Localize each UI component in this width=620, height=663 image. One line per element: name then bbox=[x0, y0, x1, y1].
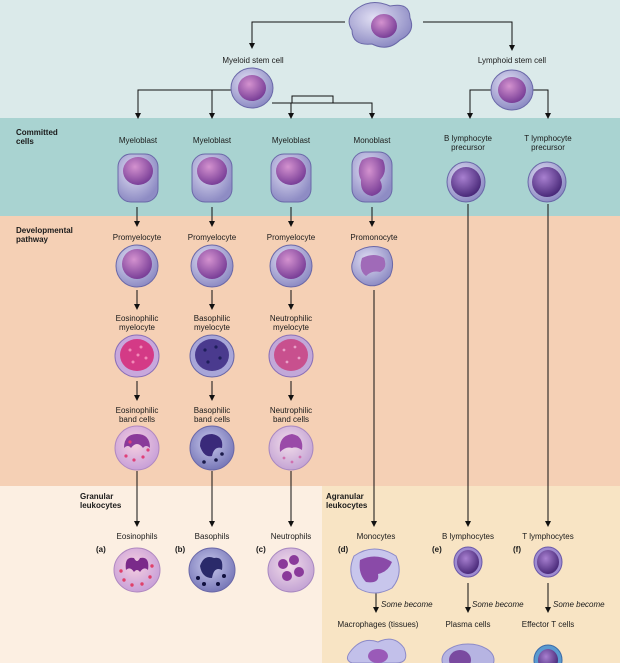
effector-t-cell bbox=[533, 644, 563, 663]
committed-cells-heading: Committed cells bbox=[16, 128, 58, 146]
myeloblast-label-3: Myeloblast bbox=[271, 136, 311, 145]
panel-letter-f: (f) bbox=[513, 545, 521, 554]
myeloblast-cell-2 bbox=[191, 153, 233, 203]
t-lymphocytes-label: T lymphocytes bbox=[522, 532, 574, 541]
neutrophilic-myelocyte-cell bbox=[268, 334, 314, 378]
promyelocyte-label-2: Promyelocyte bbox=[187, 233, 237, 242]
macrophages-label: Macrophages (tissues) bbox=[337, 620, 419, 629]
some-become-label-effector: Some become bbox=[553, 600, 605, 609]
promyelocyte-label-3: Promyelocyte bbox=[266, 233, 316, 242]
effector-t-cells-label: Effector T cells bbox=[521, 620, 575, 629]
monoblast-label: Monoblast bbox=[353, 136, 391, 145]
myeloblast-label-2: Myeloblast bbox=[192, 136, 232, 145]
eosinophils-label: Eosinophils bbox=[116, 532, 158, 541]
myeloblast-cell-3 bbox=[270, 153, 312, 203]
basophil-cell bbox=[188, 547, 236, 593]
panel-letter-d: (d) bbox=[338, 545, 349, 554]
myeloid-stem-cell-label: Myeloid stem cell bbox=[222, 56, 284, 65]
basophils-label: Basophils bbox=[194, 532, 230, 541]
panel-letter-c: (c) bbox=[256, 545, 266, 554]
eosinophilic-myelocyte-cell bbox=[114, 334, 160, 378]
some-become-label-plasma: Some become bbox=[472, 600, 524, 609]
basophilic-band-cells-label: Basophilic band cells bbox=[193, 406, 231, 424]
eosinophil-cell bbox=[113, 547, 161, 593]
t-lymphocyte-cell bbox=[533, 546, 563, 578]
myeloid-stem-cell bbox=[230, 67, 274, 109]
neutrophils-label: Neutrophils bbox=[270, 532, 312, 541]
some-become-label-macrophage: Some become bbox=[381, 600, 433, 609]
b-lymphocyte-precursor-cell bbox=[446, 161, 486, 203]
neutrophilic-myelocyte-label: Neutrophilic myelocyte bbox=[269, 314, 313, 332]
plasma-cells-label: Plasma cells bbox=[445, 620, 491, 629]
neutrophilic-band-cells-label: Neutrophilic band cells bbox=[269, 406, 313, 424]
monocyte-cell bbox=[350, 548, 400, 594]
promonocyte-cell bbox=[351, 246, 394, 287]
promonocyte-label: Promonocyte bbox=[350, 233, 398, 242]
eosinophilic-myelocyte-label: Eosinophilic myelocyte bbox=[115, 314, 159, 332]
panel-letter-e: (e) bbox=[432, 545, 442, 554]
macrophage-cell bbox=[346, 638, 407, 663]
promyelocyte-cell-1 bbox=[115, 244, 159, 288]
neutrophil-cell bbox=[267, 547, 315, 593]
b-lymphocyte-precursor-label: B lymphocyte precursor bbox=[443, 134, 493, 152]
basophilic-myelocyte-cell bbox=[189, 334, 235, 378]
hemocytoblast-cell bbox=[348, 2, 413, 48]
stage-arrows bbox=[134, 204, 551, 613]
panel-letter-b: (b) bbox=[175, 545, 186, 554]
basophilic-band-cell bbox=[189, 425, 235, 471]
promyelocyte-cell-2 bbox=[190, 244, 234, 288]
plasma-cell bbox=[441, 643, 495, 663]
developmental-pathway-heading: Developmental pathway bbox=[16, 226, 73, 244]
promyelocyte-cell-3 bbox=[269, 244, 313, 288]
neutrophilic-band-cell bbox=[268, 425, 314, 471]
lymphoid-stem-cell bbox=[490, 69, 534, 111]
myeloblast-cell-1 bbox=[117, 153, 159, 203]
branch-lines bbox=[135, 21, 551, 119]
t-lymphocyte-precursor-cell bbox=[527, 161, 567, 203]
basophilic-myelocyte-label: Basophilic myelocyte bbox=[193, 314, 231, 332]
promyelocyte-label-1: Promyelocyte bbox=[112, 233, 162, 242]
b-lymphocyte-cell bbox=[453, 546, 483, 578]
eosinophilic-band-cells-label: Eosinophilic band cells bbox=[115, 406, 159, 424]
agranular-leukocytes-heading: Agranular leukocytes bbox=[326, 492, 368, 510]
panel-letter-a: (a) bbox=[96, 545, 106, 554]
myeloblast-label-1: Myeloblast bbox=[118, 136, 158, 145]
b-lymphocytes-label: B lymphocytes bbox=[441, 532, 495, 541]
monoblast-cell bbox=[351, 151, 393, 203]
lymphoid-stem-cell-label: Lymphoid stem cell bbox=[477, 56, 547, 65]
t-lymphocyte-precursor-label: T lymphocyte precursor bbox=[524, 134, 572, 152]
eosinophilic-band-cell bbox=[114, 425, 160, 471]
monocytes-label: Monocytes bbox=[356, 532, 396, 541]
granular-leukocytes-heading: Granular leukocytes bbox=[80, 492, 122, 510]
